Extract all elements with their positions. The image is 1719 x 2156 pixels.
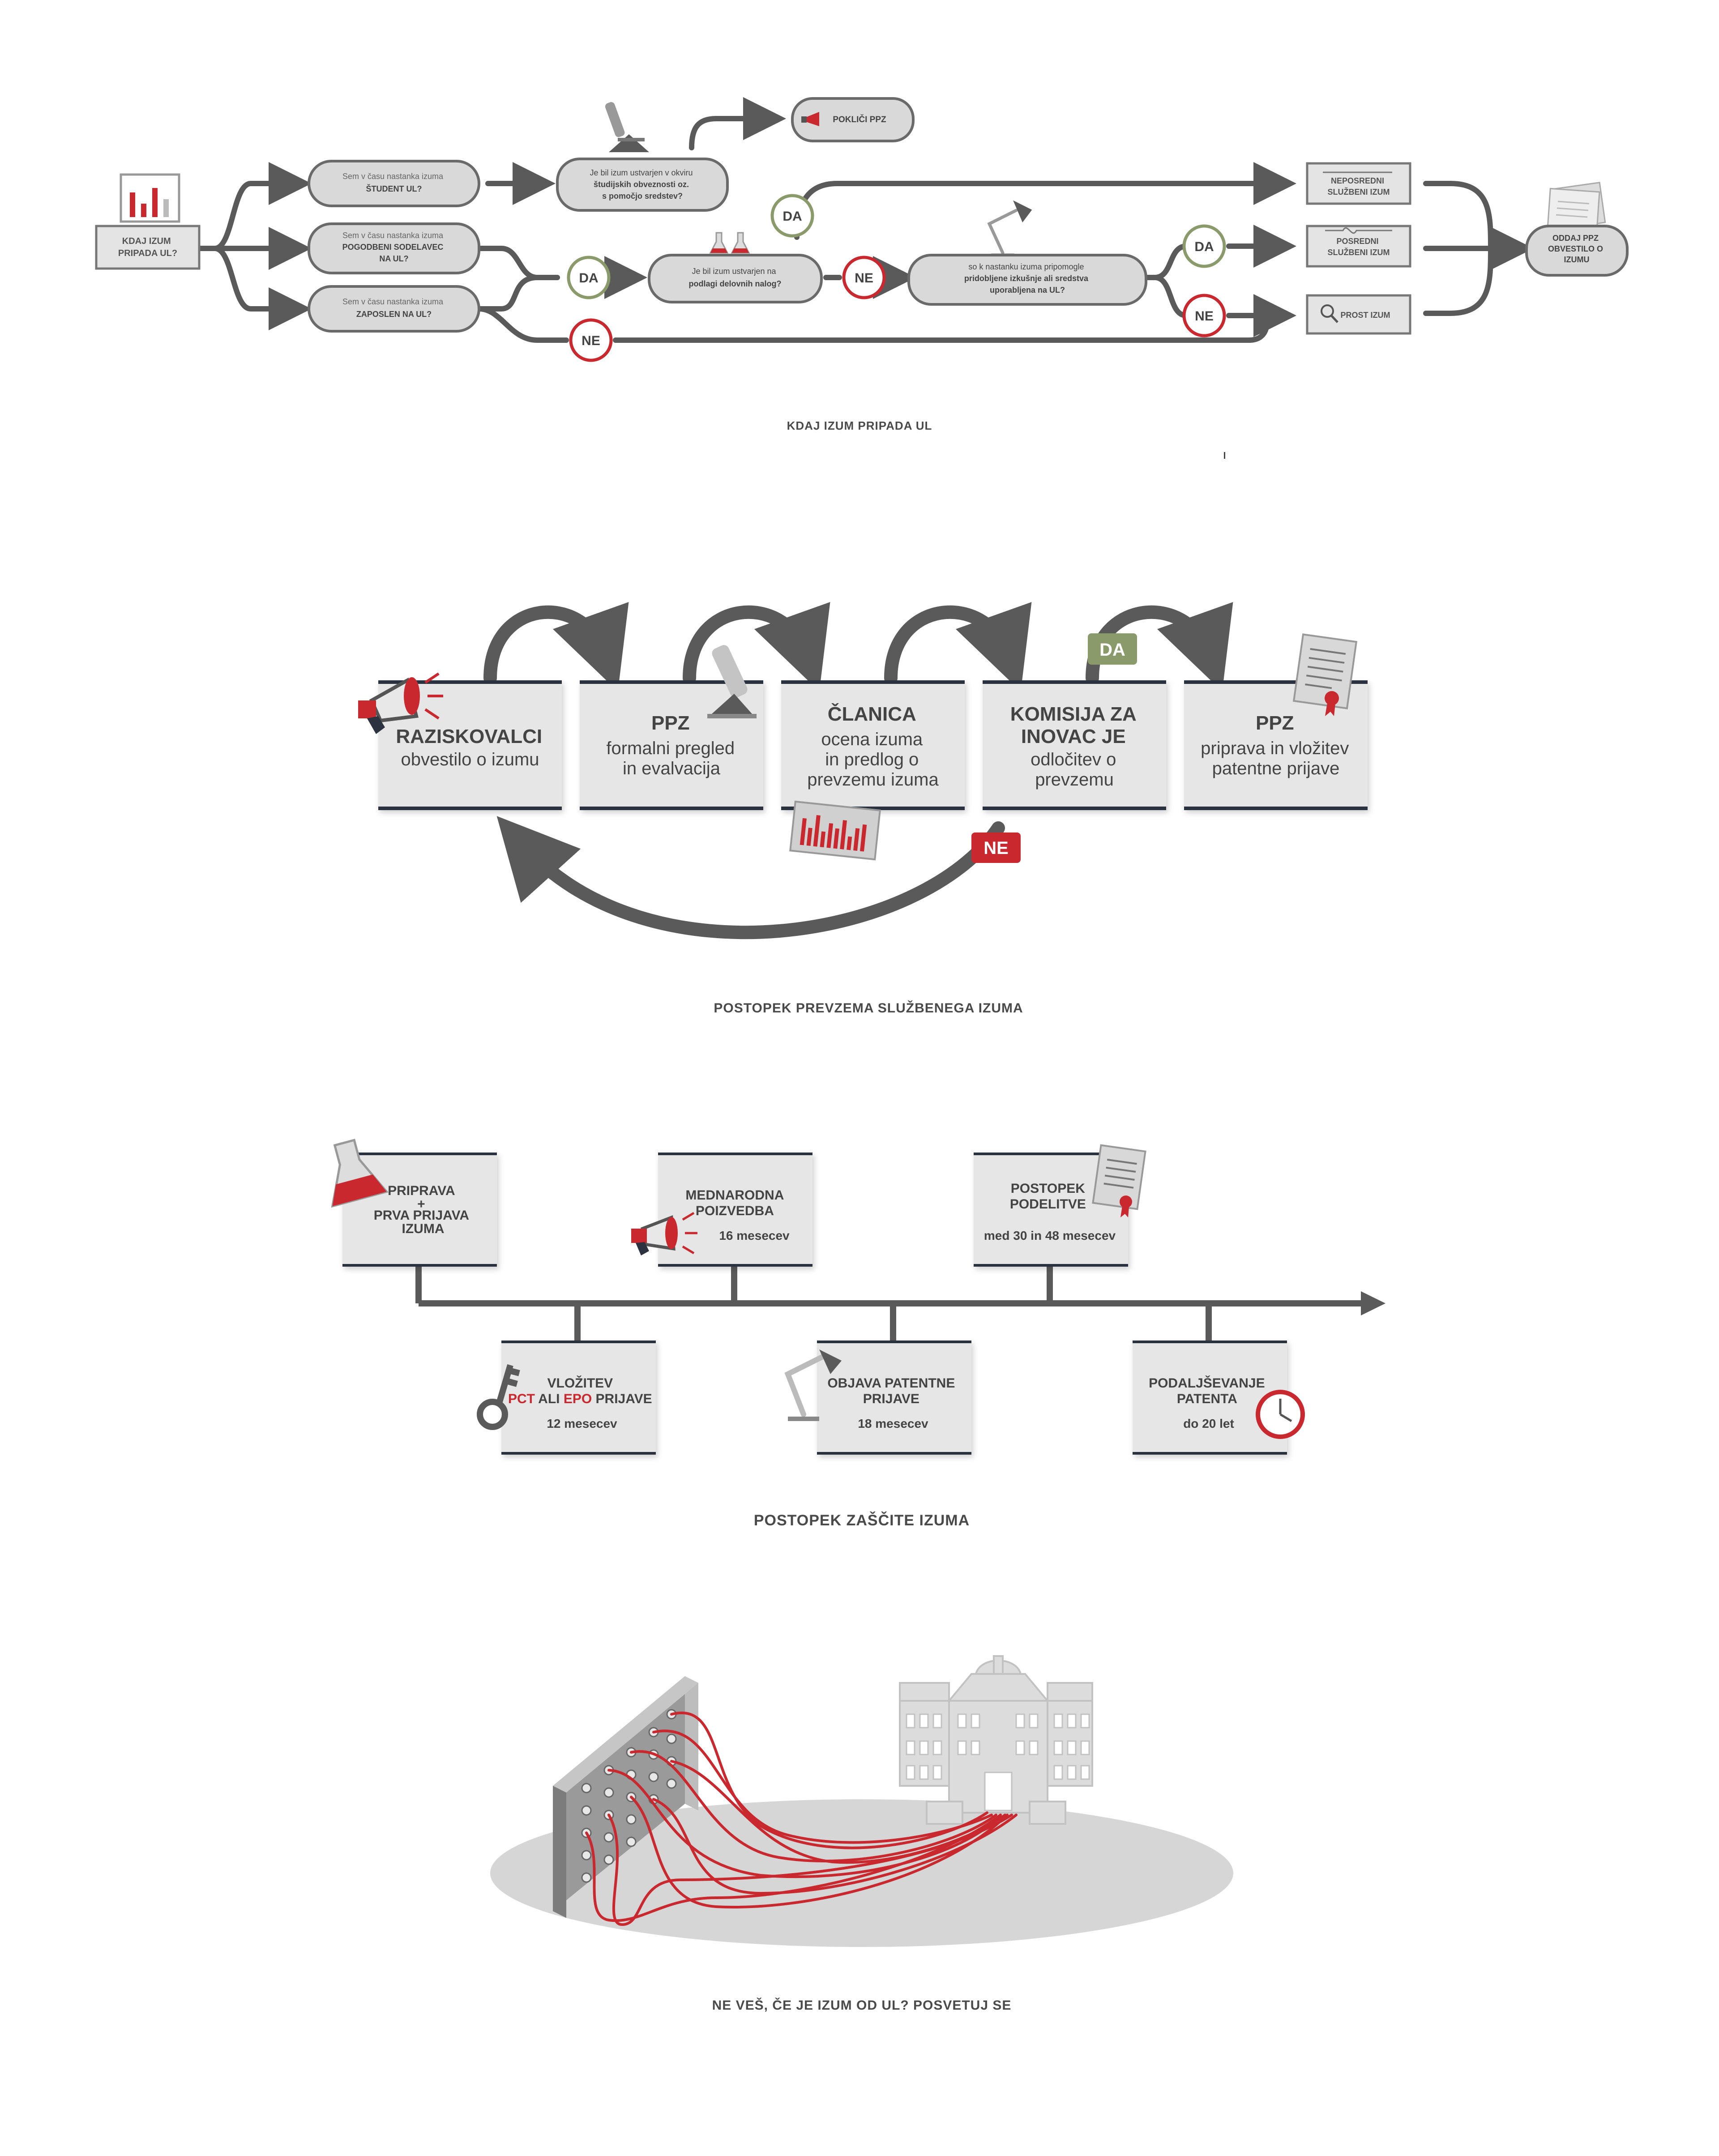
timeline-axis	[415, 1267, 1365, 1341]
svg-text:PROST IZUM: PROST IZUM	[1341, 311, 1390, 320]
desk-lamp-icon-timeline	[784, 1349, 842, 1421]
ne-circle-1: NE	[842, 256, 886, 299]
step-text-5: PPZ priprava in vložitev patentne prijav…	[1201, 712, 1351, 778]
microscope-icon-large	[707, 645, 757, 718]
clock-icon	[1256, 1390, 1305, 1439]
caption-consult: NE VEŠ, ČE JE IZUM OD UL? POSVETUJ SE	[712, 1998, 1012, 2013]
patch-panel-icon	[553, 1676, 698, 1918]
flasks-icon	[709, 232, 750, 254]
desk-lamp-icon	[987, 200, 1032, 257]
ne-circle-2: NE	[1182, 294, 1226, 337]
svg-text:NE: NE	[1195, 309, 1214, 324]
timeline-box-bottom-2	[817, 1341, 971, 1455]
certificate-icon	[1292, 633, 1358, 716]
flowchart-ownership: KDAJ IZUM PRIPADA UL? Sem v času nastank…	[95, 97, 1629, 459]
final-submit-pill: ODDAJ PPZ OBVESTILO O IZUMU	[1525, 225, 1629, 277]
outcome-neposredni: NEPOSREDNI SLUŽBENI IZUM	[1306, 162, 1411, 205]
step-text-1: RAZISKOVALCI obvestilo o izumu	[396, 726, 544, 769]
flask-icon	[331, 1139, 389, 1208]
question-studijske: Je bil izum ustvarjen v okviru študijski…	[556, 158, 729, 212]
magnifier-icon	[1321, 304, 1338, 323]
red-cables	[585, 1712, 1018, 1926]
question-izkusnje: so k nastanku izuma pripomogle pridoblje…	[907, 254, 1147, 306]
certificate-icon-timeline	[1092, 1144, 1146, 1217]
da-circle-2: DA	[770, 194, 814, 238]
svg-text:DA: DA	[1099, 640, 1125, 660]
monitor-chart-icon	[120, 173, 180, 223]
microscope-icon	[605, 102, 649, 152]
svg-text:DA: DA	[579, 271, 598, 286]
svg-text:Je bil izum ustvarjen na: Je bil izum ustvarjen na podlagi delovni…	[689, 267, 782, 288]
svg-text:ODDAJ PPZ OBVESTILO O: ODDAJ PPZ OBVESTILO O IZUMU	[1548, 234, 1605, 264]
caption-ownership: KDAJ IZUM PRIPADA UL	[787, 419, 932, 432]
svg-text:POKLIČI PPZ: POKLIČI PPZ	[833, 115, 886, 124]
timeline-box-bottom-3	[1133, 1341, 1287, 1455]
svg-text:so k nastanku izuma pripomogle: so k nastanku izuma pripomogle pridoblje…	[964, 262, 1090, 295]
question-zaposlen: Sem v času nastanka izuma ZAPOSLEN NA UL…	[308, 285, 480, 333]
svg-text:Sem v času nastanka izuma: Sem v času nastanka izuma ZAPOSLEN NA UL…	[342, 297, 445, 319]
call-ppz-pill: POKLIČI PPZ	[791, 97, 915, 142]
svg-text:NE: NE	[582, 333, 600, 348]
timeline-text-top-1: PRIPRAVA + PRVA PRIJAVA IZUMA	[374, 1183, 473, 1236]
megaphone-icon-timeline	[631, 1212, 697, 1255]
bar-chart-card-icon	[789, 800, 881, 861]
tick-mark	[1224, 452, 1225, 459]
svg-text:POSREDNI SLUŽBENI IZUM: POSREDNI SLUŽBENI IZUM	[1328, 237, 1390, 257]
svg-text:Sem v času nastanka izuma: Sem v času nastanka izuma ŠTUDENT UL?	[342, 172, 445, 193]
timeline-text-bottom-1: VLOŽITEV PCT ALI EPO PRIJAVE 12 mesecev	[508, 1375, 656, 1430]
start-label: KDAJ IZUM PRIPADA UL?	[118, 236, 177, 258]
timeline-text-bottom-2: OBJAVA PATENTNE PRIJAVE 18 mesecev	[827, 1376, 958, 1430]
svg-text:NE: NE	[984, 838, 1009, 858]
da-circle-1: DA	[567, 256, 611, 299]
timeline-arrowhead	[1361, 1291, 1385, 1315]
caption-takeover: POSTOPEK PREVZEMA SLUŽBENEGA IZUMA	[714, 1000, 1023, 1016]
svg-text:DA: DA	[783, 209, 802, 224]
key-icon	[477, 1364, 520, 1430]
svg-text:DA: DA	[1194, 239, 1214, 254]
building-windows	[906, 1713, 1090, 1811]
svg-text:NEPOSREDNI SLUŽBENI IZ: NEPOSREDNI SLUŽBENI IZUM	[1328, 176, 1390, 196]
svg-text:NE: NE	[855, 271, 873, 286]
svg-text:Je bil izum ustvarjen v okviru: Je bil izum ustvarjen v okviru študijski…	[590, 168, 695, 201]
timeline-box-bottom-1	[501, 1341, 656, 1455]
timeline-protection: PRIPRAVA + PRVA PRIJAVA IZUMA MEDNARODNA…	[331, 1139, 1385, 1529]
step-box-3	[781, 680, 965, 810]
outcome-prost: PROST IZUM	[1306, 294, 1411, 335]
megaphone-icon	[358, 672, 443, 734]
question-delovni: Je bil izum ustvarjen na podlagi delovni…	[648, 254, 823, 303]
step-text-2: PPZ formalni pregled in evalvacija	[606, 712, 736, 778]
megaphone-icon-small	[801, 112, 819, 126]
da-circle-3: DA	[1182, 224, 1226, 268]
step-text-3: ČLANICA ocena izuma in predlog o prevzem…	[807, 702, 939, 790]
timeline-text-bottom-3: PODALJŠEVANJE PATENTA do 20 let	[1149, 1375, 1269, 1430]
start-box	[95, 225, 201, 270]
step-box-4	[983, 680, 1166, 810]
outcome-posredni: POSREDNI SLUŽBENI IZUM	[1306, 225, 1411, 268]
step-text-4: KOMISIJA ZA INOVAC JE odločitev o prevze…	[1010, 703, 1138, 790]
timeline-text-top-2: MEDNARODNA POIZVEDBA 16 mesecev	[685, 1188, 790, 1242]
closing-illustration: NE VEŠ, ČE JE IZUM OD UL? POSVETUJ SE	[490, 1655, 1233, 2013]
documents-stack-icon	[1547, 182, 1606, 233]
question-student: Sem v času nastanka izuma ŠTUDENT UL?	[308, 160, 480, 207]
svg-text:Sem v času nastanka izuma: Sem v času nastanka izuma POGODBENI SODE…	[342, 231, 446, 263]
ne-tag: NE	[971, 833, 1021, 863]
flowchart-takeover: RAZISKOVALCI obvestilo o izumu PPZ forma…	[358, 602, 1368, 1016]
caption-protection: POSTOPEK ZAŠČITE IZUMA	[754, 1511, 970, 1529]
timeline-text-top-3: POSTOPEK PODELITVE med 30 in 48 mesecev	[984, 1181, 1116, 1242]
da-tag: DA	[1088, 633, 1137, 665]
question-pogodbeni: Sem v času nastanka izuma POGODBENI SODE…	[308, 222, 480, 274]
ne-circle-3: NE	[569, 318, 613, 362]
